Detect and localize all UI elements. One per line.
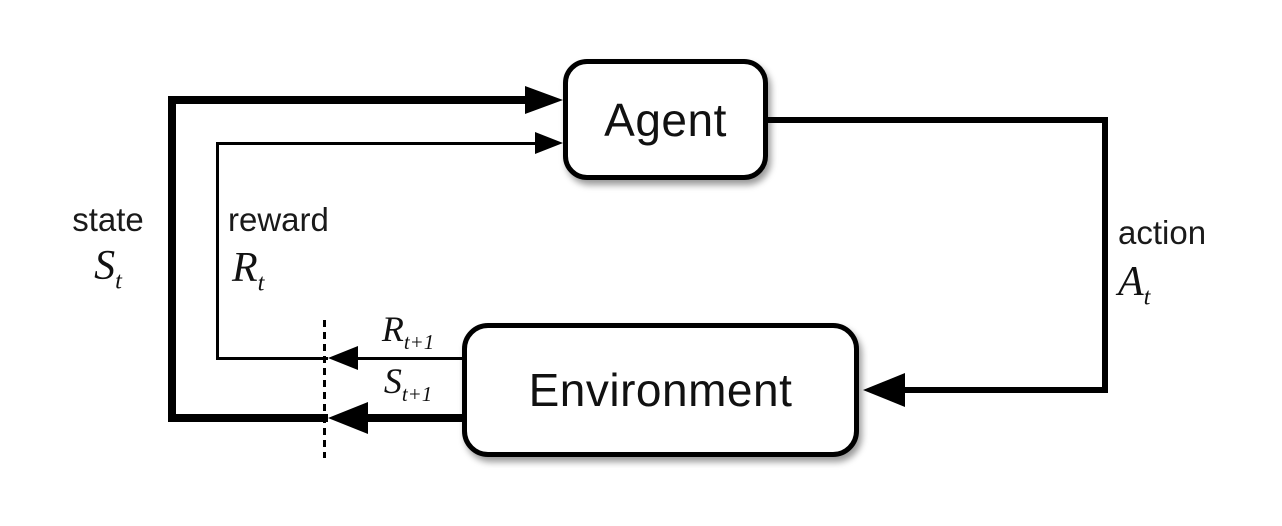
- state-symbol-base: S: [94, 243, 116, 289]
- state-flow-line-top: [168, 96, 525, 104]
- environment-node-label: Environment: [528, 364, 793, 416]
- reward-symbol-base: R: [232, 245, 258, 291]
- next-state-symbol-base: S: [383, 361, 402, 401]
- action-flow-line-vertical: [1102, 117, 1108, 393]
- state-label: state: [72, 201, 144, 238]
- reward-flow-line-vertical: [216, 142, 219, 360]
- reward-symbol: Rt: [232, 244, 264, 295]
- agent-node: Agent: [563, 59, 768, 180]
- action-symbol-base: A: [1118, 259, 1144, 305]
- reward-label: reward: [228, 201, 329, 238]
- action-symbol: At: [1118, 258, 1150, 309]
- next-reward-symbol-subscript: t+1: [403, 330, 435, 355]
- state-symbol-subscript: t: [115, 267, 122, 295]
- next-state-symbol-subscript: t+1: [401, 382, 433, 407]
- next-state-arrowhead: [328, 402, 368, 434]
- reward-flow-line-bottom: [216, 357, 328, 360]
- action-into-environment-arrowhead: [863, 373, 905, 407]
- reward-into-agent-arrowhead: [535, 132, 563, 154]
- state-symbol: St: [58, 242, 158, 293]
- next-reward-symbol: Rt+1: [348, 308, 468, 353]
- state-flow-line-bottom: [168, 414, 328, 422]
- action-flow-line-top: [766, 117, 1108, 123]
- next-reward-arrowhead: [328, 346, 358, 370]
- action-flow-line-bottom: [905, 387, 1108, 393]
- state-flow-line-vertical: [168, 96, 176, 422]
- next-reward-flow-line: [358, 357, 466, 360]
- next-reward-symbol-base: R: [381, 309, 404, 349]
- environment-node: Environment: [462, 323, 859, 457]
- next-state-flow-line: [366, 414, 466, 422]
- next-state-symbol: St+1: [348, 360, 468, 405]
- state-into-agent-arrowhead: [525, 86, 563, 114]
- agent-node-label: Agent: [604, 93, 727, 146]
- action-label: action: [1118, 214, 1207, 251]
- reward-flow-line-top: [216, 142, 535, 145]
- reward-symbol-subscript: t: [257, 269, 265, 297]
- timestep-dashed-divider: [323, 320, 326, 458]
- action-symbol-subscript: t: [1143, 283, 1151, 311]
